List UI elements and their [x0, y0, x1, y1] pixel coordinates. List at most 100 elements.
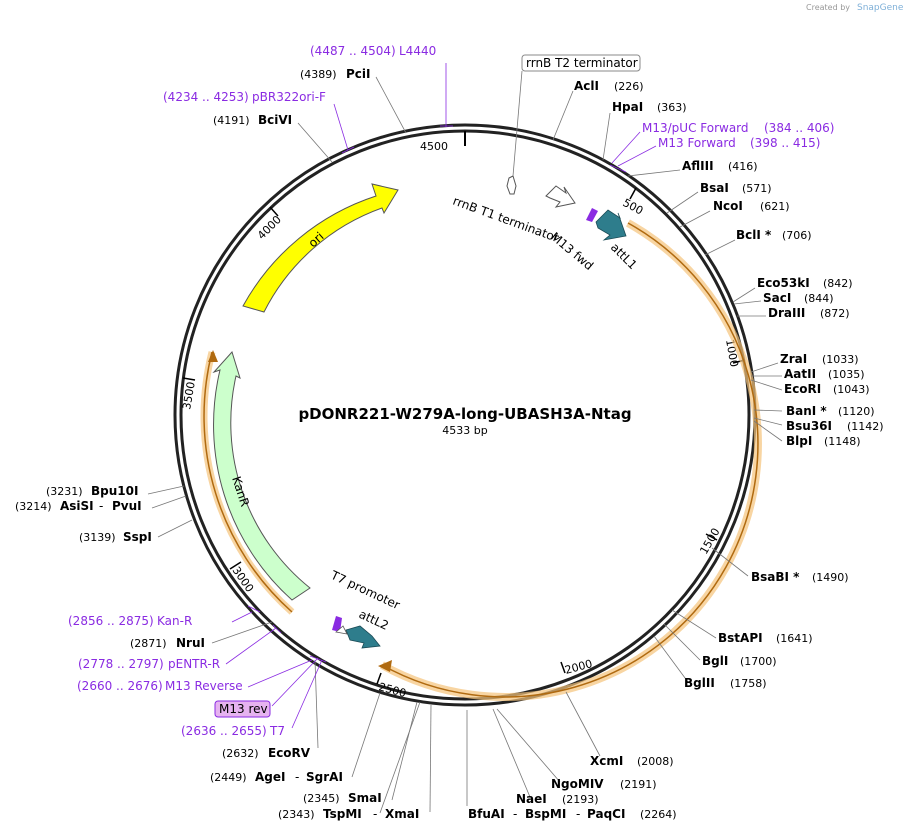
- enzyme-agei-pos: (2449): [210, 771, 247, 784]
- primer-kanr-range: (2856 .. 2875): [68, 614, 154, 628]
- enzyme-paqci-pos: (2264): [640, 808, 677, 821]
- enzyme-nrui-pos: (2871): [130, 637, 167, 650]
- enzyme-leaders-left: [147, 76, 432, 814]
- enzyme-aatii: AatII: [784, 367, 816, 381]
- enzyme-naei-pos: (2193): [562, 793, 599, 806]
- enzyme-ecori-pos: (1043): [833, 383, 870, 396]
- m13rev-box: [214, 700, 271, 718]
- enzyme-bsabi-pos: (1490): [812, 571, 849, 584]
- enzyme-bglii-pos: (1758): [730, 677, 767, 690]
- enzyme-draiii-pos: (872): [820, 307, 850, 320]
- enzyme-ngomiv-pos: (2191): [620, 778, 657, 791]
- primer-m13puc-range: (384 .. 406): [764, 121, 834, 135]
- enzyme-bsai: BsaI: [700, 181, 729, 195]
- enzyme-bsabi: BsaBI *: [751, 570, 800, 584]
- enzyme-saci: SacI: [763, 291, 791, 305]
- primer-m13fwd: M13 Forward: [658, 136, 736, 150]
- enzyme-hpai: HpaI: [612, 100, 643, 114]
- primer-m13fwd-range: (398 .. 415): [750, 136, 820, 150]
- enzyme-pcii: PciI: [346, 67, 371, 81]
- primer-m13reverse: M13 Reverse: [165, 679, 243, 693]
- enzyme-bstapi: BstAPI: [718, 631, 763, 645]
- enzyme-acli: AclI: [574, 79, 599, 93]
- enzyme-hpai-pos: (363): [657, 101, 687, 114]
- attl1-feature: [595, 209, 627, 241]
- enzyme-tspmi: TspMI: [323, 807, 362, 821]
- enzyme-bsu36i: Bsu36I: [786, 419, 832, 433]
- enzyme-blpi-pos: (1148): [824, 435, 861, 448]
- enzyme-draiii: DraIII: [768, 306, 805, 320]
- enzyme-bcli-pos: (706): [782, 229, 812, 242]
- m13fwd-feature: [586, 208, 598, 222]
- enzyme-bcivi-pos: (4191): [213, 114, 250, 127]
- enzyme-agei: AgeI: [255, 770, 285, 784]
- plasmid-length: 4533 bp: [442, 424, 487, 437]
- enzyme-xcmi-pos: (2008): [637, 755, 674, 768]
- primer-m13rev-range: (2660 .. 2676): [77, 679, 163, 693]
- enzyme-sgrai: SgrAI: [306, 770, 343, 784]
- enzyme-bpu10i: Bpu10I: [91, 484, 138, 498]
- enzyme-afliii: AflIII: [682, 159, 714, 173]
- enzyme-asisi: AsiSI: [60, 499, 94, 513]
- tick-label-4500: 4500: [420, 140, 448, 153]
- enzyme-paqci: PaqCI: [587, 807, 625, 821]
- enzyme-bgli-pos: (1700): [740, 655, 777, 668]
- t7-promoter-label: T7 promoter: [328, 568, 402, 613]
- enzyme-ngomiv: NgoMIV: [551, 777, 604, 791]
- separator-dash: -: [295, 770, 299, 784]
- enzyme-pcii-pos: (4389): [300, 68, 337, 81]
- separator-dash: -: [373, 807, 377, 821]
- enzyme-bstapi-pos: (1641): [776, 632, 813, 645]
- enzyme-bfuai: BfuAI: [468, 807, 505, 821]
- enzyme-nrui: NruI: [176, 636, 205, 650]
- rrnb-t1-label: rrnB T1 terminator: [451, 194, 561, 245]
- rrnb-t2-label: rrnB T2 terminator: [526, 56, 638, 70]
- insert-highlight-arc: [378, 219, 762, 701]
- primer-pentr: pENTR-R: [168, 657, 220, 671]
- attl1-label: attL1: [608, 240, 640, 272]
- tick-label-3500: 3500: [180, 381, 198, 411]
- enzyme-ncoi: NcoI: [713, 199, 743, 213]
- enzyme-bani: BanI *: [786, 404, 827, 418]
- primer-l4440-range: (4487 .. 4504): [310, 44, 396, 58]
- watermark-text: Created by: [806, 3, 850, 12]
- rrnb-t1-feature: [545, 185, 576, 208]
- primer-t7: T7: [269, 724, 285, 738]
- enzyme-ncoi-pos: (621): [760, 200, 790, 213]
- enzyme-bcli: BclI *: [736, 228, 772, 242]
- primer-t7-range: (2636 .. 2655): [181, 724, 267, 738]
- enzyme-ecorv: EcoRV: [268, 746, 311, 760]
- enzyme-bpu10i-pos: (3231): [46, 485, 83, 498]
- enzyme-sspi-pos: (3139): [79, 531, 116, 544]
- primer-l4440: L4440: [399, 44, 436, 58]
- enzyme-bgli: BglI: [702, 654, 728, 668]
- attl2-feature: [332, 616, 381, 649]
- enzyme-bspmi: BspMI: [525, 807, 566, 821]
- enzyme-leaders-right: [492, 90, 783, 798]
- left-highlight-arc: [200, 350, 295, 615]
- enzyme-aatii-pos: (1035): [828, 368, 865, 381]
- primer-m13puc: M13/pUC Forward: [642, 121, 749, 135]
- separator-dash: -: [576, 807, 580, 821]
- enzyme-ecorv-pos: (2632): [222, 747, 259, 760]
- enzyme-afliii-pos: (416): [728, 160, 758, 173]
- enzyme-pvui: PvuI: [112, 499, 142, 513]
- m13rev-label: M13 rev: [219, 702, 268, 716]
- enzyme-bcivi: BciVI: [258, 113, 292, 127]
- enzyme-smai-pos: (2345): [303, 792, 340, 805]
- separator-dash: -: [513, 807, 517, 821]
- enzyme-naei: NaeI: [516, 792, 547, 806]
- enzyme-zrai-pos: (1033): [822, 353, 859, 366]
- primer-leaders: [225, 63, 657, 729]
- enzyme-bani-pos: (1120): [838, 405, 875, 418]
- plasmid-name: pDONR221-W279A-long-UBASH3A-Ntag: [298, 405, 631, 423]
- enzyme-asisi-pos: (3214): [15, 500, 52, 513]
- enzyme-smai: SmaI: [348, 791, 382, 805]
- primer-kanr: Kan-R: [157, 614, 192, 628]
- kanr-feature: [212, 351, 311, 601]
- ori-feature: [242, 183, 399, 313]
- enzyme-bsu36i-pos: (1142): [847, 420, 884, 433]
- primer-pbr322ori: pBR322ori-F: [252, 90, 326, 104]
- enzyme-zrai: ZraI: [780, 352, 807, 366]
